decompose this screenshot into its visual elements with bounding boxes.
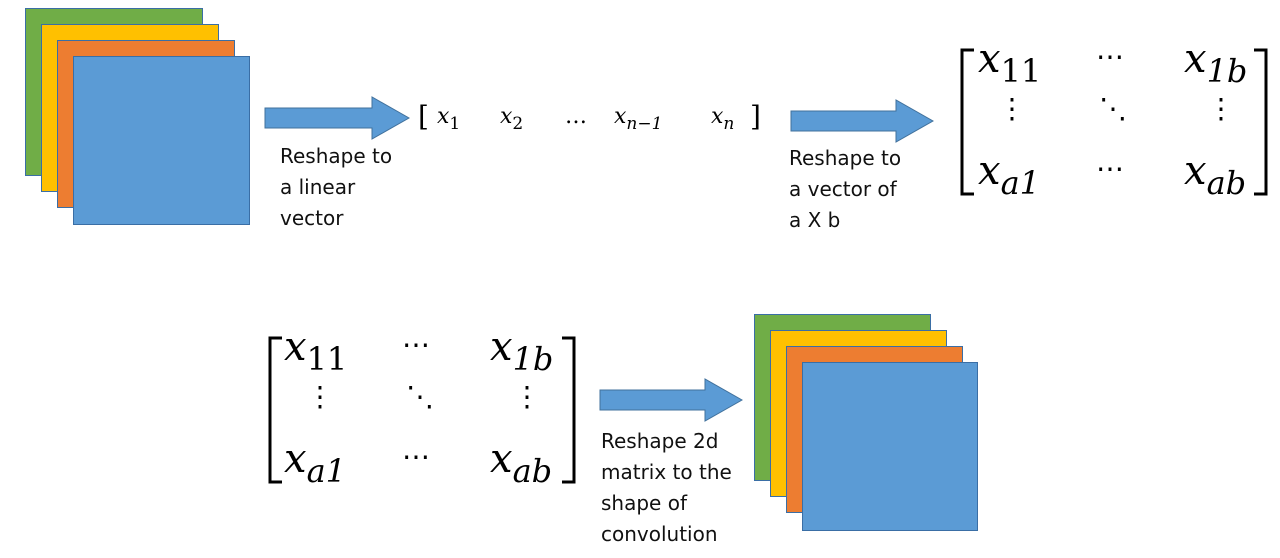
vector-element: x1: [437, 104, 461, 134]
step2-caption: Reshape to a vector of a X b: [789, 146, 902, 232]
vector-element: xn−1: [614, 104, 663, 134]
feature-map-blue: [802, 362, 978, 531]
step3-caption: Reshape 2d matrix to the shape of convol…: [601, 429, 732, 546]
matrix-cell-xa1: xa1: [978, 148, 1040, 202]
arrow-right-icon: [790, 99, 934, 143]
step1-caption: Reshape to a linear vector: [280, 144, 393, 230]
matrix-cell-x1b: x1b: [490, 324, 554, 378]
matrix-left-bracket: [960, 48, 974, 196]
matrix-bottom: x11 ⋯ x1b ⋮ ⋱ ⋮ xa1 ⋯ xab: [266, 324, 578, 490]
matrix-top: x11 ⋯ x1b ⋮ ⋱ ⋮ xa1 ⋯ xab: [958, 36, 1270, 202]
matrix-cell-x11: x11: [284, 324, 348, 378]
arrow-right-icon: [264, 96, 410, 140]
matrix-ddots: ⋱: [1099, 92, 1127, 125]
vector-close-bracket: ]: [750, 100, 761, 133]
matrix-ddots: ⋱: [406, 380, 434, 413]
matrix-cell-x11: x11: [978, 36, 1042, 90]
vector-element: xn: [711, 104, 735, 134]
matrix-vdots-left: ⋮: [998, 92, 1026, 125]
matrix-cell-xa1: xa1: [284, 436, 346, 490]
feature-map-blue: [73, 56, 250, 225]
matrix-vdots-right: ⋮: [513, 380, 541, 413]
matrix-hdots: ⋯: [402, 440, 430, 473]
matrix-cell-xab: xab: [490, 436, 553, 490]
matrix-right-bracket: [1254, 48, 1268, 196]
matrix-hdots: ⋯: [1096, 40, 1124, 73]
vector-open-bracket: [: [418, 100, 429, 133]
matrix-cell-x1b: x1b: [1184, 36, 1248, 90]
vector-element: x2: [500, 104, 524, 134]
matrix-hdots: ⋯: [1096, 152, 1124, 185]
matrix-cell-xab: xab: [1184, 148, 1247, 202]
matrix-left-bracket: [268, 336, 282, 484]
matrix-right-bracket: [562, 336, 576, 484]
matrix-vdots-left: ⋮: [306, 380, 334, 413]
matrix-hdots: ⋯: [402, 328, 430, 361]
matrix-vdots-right: ⋮: [1207, 92, 1235, 125]
vector-ellipsis: …: [565, 104, 587, 129]
arrow-right-icon: [599, 378, 743, 422]
